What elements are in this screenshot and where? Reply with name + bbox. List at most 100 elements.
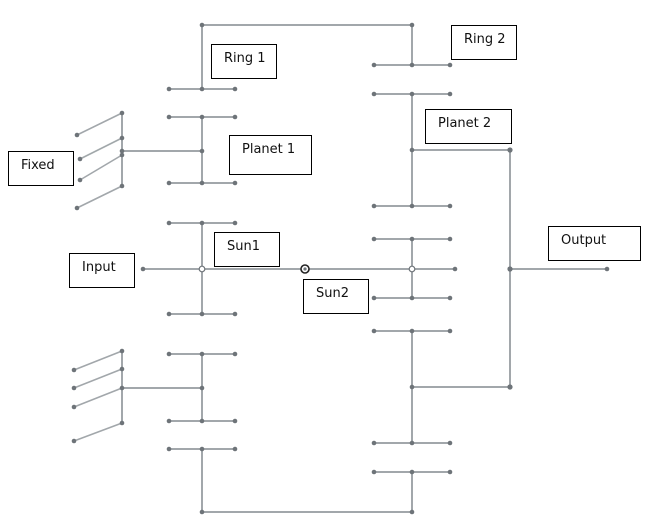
output-carrier-bottom-node — [507, 384, 513, 390]
ring2-gear-top-center — [409, 62, 415, 68]
planet2-lower-gear-top-center — [409, 328, 415, 334]
sun2-gear-bottom-end-right — [447, 295, 453, 301]
planet2-gear-bottom-center — [409, 203, 415, 209]
sun2-gear-bottom-center — [409, 295, 415, 301]
ring1-lower-gear-end-left — [166, 446, 172, 452]
ring2-gear-top-end-left — [371, 62, 377, 68]
fixed-hatch-top-0 — [76, 112, 123, 136]
planet2-lower-gear-top-end-right — [447, 328, 453, 334]
fixed-hatch-end — [71, 404, 77, 410]
sun1-gear-top-end-left — [166, 220, 172, 226]
fixed-hatch-bottom-1 — [73, 368, 123, 389]
diagram-lines — [73, 24, 607, 513]
planet1-gear-top-center — [199, 114, 205, 120]
label-sun-1: Sun1 — [214, 232, 280, 267]
fixed-hatch-node — [119, 152, 125, 158]
sun1-hub-node — [198, 265, 206, 273]
sun2-gear-top-end-left — [371, 236, 377, 242]
input-node — [140, 266, 146, 272]
planet1-lower-gear-top-end-left — [166, 351, 172, 357]
fixed-hatch-end — [74, 132, 80, 138]
planet1-lower-gear-top-end-right — [232, 351, 238, 357]
planet1-gear-bottom-end-left — [166, 180, 172, 186]
fixed-hatch-node — [119, 385, 125, 391]
ring2-lower-gear-center — [409, 469, 415, 475]
ring1-gear-top-end-right — [232, 86, 238, 92]
sun1-gear-bottom-end-right — [232, 311, 238, 317]
fixed-hatch-node — [119, 366, 125, 372]
sun2-gear-top-end-right — [447, 236, 453, 242]
fixed-node-top — [119, 148, 125, 154]
fixed-hatch-node — [119, 110, 125, 116]
planet1-gear-bottom-center — [199, 180, 205, 186]
sun2-hub-node — [408, 265, 416, 273]
fixed-hatch-end — [71, 438, 77, 444]
sun1-gear-top-end-right — [232, 220, 238, 226]
label-planet-2: Planet 2 — [425, 109, 512, 144]
fixed-hatch-end — [71, 385, 77, 391]
planet1-gear-top-end-right — [232, 114, 238, 120]
fixed-hatch-top-3 — [76, 185, 123, 209]
label-ring-2: Ring 2 — [451, 25, 517, 60]
ring2-bottom-node — [409, 509, 415, 515]
sun2-shaft-end — [452, 266, 458, 272]
sun1-gear-bottom-center — [199, 311, 205, 317]
label-planet-1: Planet 1 — [229, 135, 312, 175]
ring1-gear-top-end-left — [166, 86, 172, 92]
label-sun-2: Sun2 — [303, 279, 369, 314]
ring1-gear-top-center — [199, 86, 205, 92]
fixed-hatch-end — [77, 156, 83, 162]
label-input: Input — [69, 253, 135, 288]
fixed-hatch-top-1 — [79, 137, 123, 160]
sun1-gear-top-center — [199, 220, 205, 226]
output-node — [604, 266, 610, 272]
fixed-hatch-node — [119, 348, 125, 354]
planet2-lower-gear-bottom-center — [409, 440, 415, 446]
fixed-hatch-node — [119, 135, 125, 141]
ring2-lower-gear-end-left — [371, 469, 377, 475]
sun2-gear-bottom-end-left — [371, 295, 377, 301]
label-fixed: Fixed — [8, 151, 74, 186]
sun2-junction-center — [303, 267, 307, 271]
planet2-gear-bottom-end-right — [447, 203, 453, 209]
planet1-gear-bottom-end-right — [232, 180, 238, 186]
sun2-gear-top-center — [409, 236, 415, 242]
planet2-gear-top-center — [409, 91, 415, 97]
output-carrier-top-node — [507, 147, 513, 153]
planet2-lower-carrier-node — [409, 384, 415, 390]
fixed-hatch-node — [119, 183, 125, 189]
planet2-gear-top-end-left — [371, 91, 377, 97]
planet2-gear-top-end-right — [447, 91, 453, 97]
ring1-lower-gear-center — [199, 446, 205, 452]
fixed-hatch-bottom-3 — [73, 422, 123, 442]
fixed-hatch-bottom-2 — [73, 387, 123, 408]
sun1-gear-bottom-end-left — [166, 311, 172, 317]
label-ring-1: Ring 1 — [211, 44, 277, 79]
ring1-bottom-node — [199, 509, 205, 515]
fixed-hatch-bottom-0 — [73, 350, 123, 371]
fixed-hatch-end — [77, 177, 83, 183]
planet2-lower-gear-top-end-left — [371, 328, 377, 334]
ring2-top-node — [409, 22, 415, 28]
fixed-hatch-end — [74, 205, 80, 211]
label-output: Output — [548, 226, 641, 261]
planet1-lower-gear-bottom-end-right — [232, 418, 238, 424]
fixed-hatch-node — [119, 420, 125, 426]
planet1-gear-top-end-left — [166, 114, 172, 120]
planet2-lower-gear-bottom-end-right — [447, 440, 453, 446]
planet2-gear-bottom-end-left — [371, 203, 377, 209]
planet2-lower-gear-bottom-end-left — [371, 440, 377, 446]
planet1-carrier-node-bottom — [199, 385, 205, 391]
planet2-carrier-node — [409, 147, 415, 153]
planet1-lower-gear-top-center — [199, 351, 205, 357]
planet1-carrier-node-top — [199, 148, 205, 154]
planet1-lower-gear-bottom-end-left — [166, 418, 172, 424]
planet1-lower-gear-bottom-center — [199, 418, 205, 424]
fixed-hatch-top-2 — [79, 154, 123, 181]
ring2-gear-top-end-right — [447, 62, 453, 68]
ring1-lower-gear-end-right — [232, 446, 238, 452]
output-junction-node — [507, 266, 513, 272]
ring1-top-node — [199, 22, 205, 28]
ring2-lower-gear-end-right — [447, 469, 453, 475]
